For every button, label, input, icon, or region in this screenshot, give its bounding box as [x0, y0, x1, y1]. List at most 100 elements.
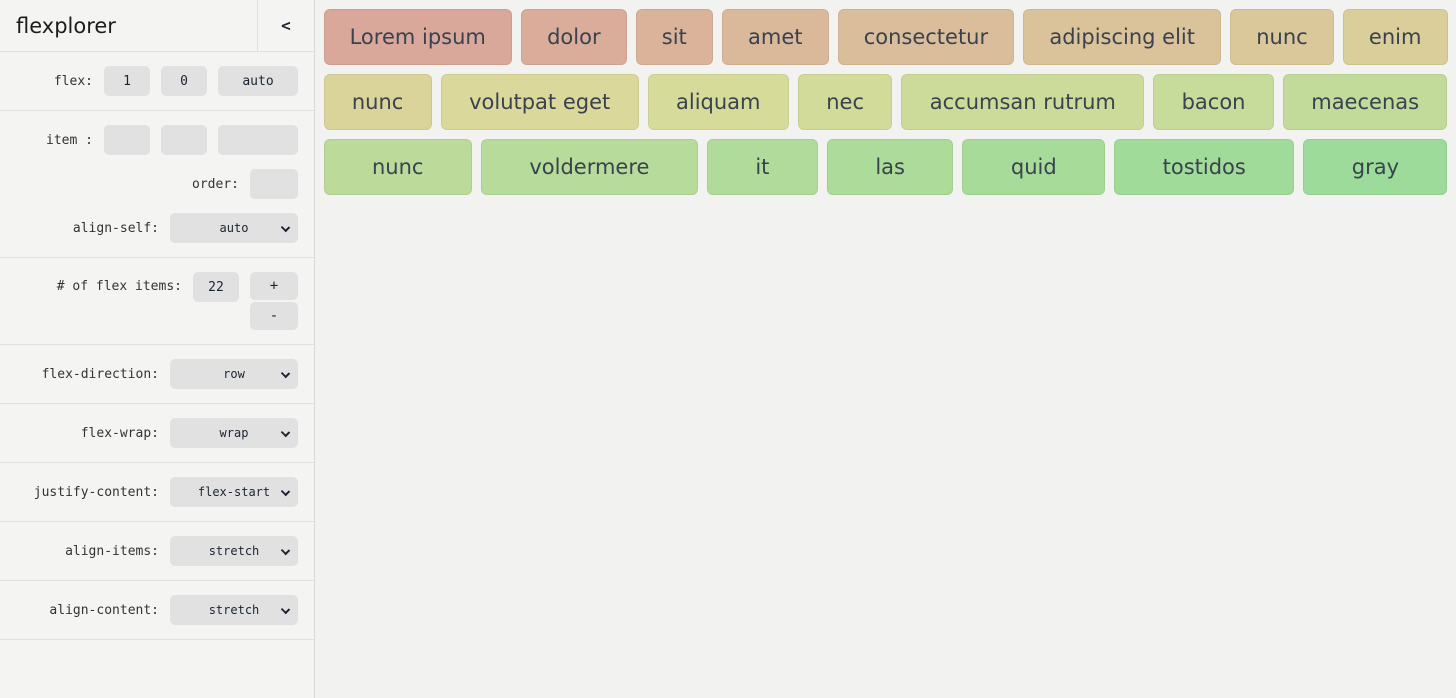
- flex-item[interactable]: maecenas: [1282, 73, 1448, 130]
- flex-item-label: amet: [748, 24, 803, 49]
- flex-item-label: voldermere: [529, 154, 650, 179]
- justify-content-label: justify-content:: [33, 484, 159, 500]
- app-title: flexplorer: [16, 13, 116, 38]
- flex-item[interactable]: Lorem ipsum: [323, 8, 512, 65]
- item-shrink-input[interactable]: [161, 125, 207, 155]
- flex-item[interactable]: amet: [721, 8, 829, 65]
- flex-shrink-input[interactable]: [161, 66, 207, 96]
- count-row: # of flex items: + -: [16, 272, 298, 330]
- align-content-row: align-content: stretch: [16, 595, 298, 625]
- section-align-content: align-content: stretch: [0, 581, 314, 640]
- flex-wrap-value: wrap: [219, 426, 249, 440]
- align-content-select[interactable]: stretch: [170, 595, 298, 625]
- flex-direction-select[interactable]: row: [170, 359, 298, 389]
- flex-item-label: quid: [1010, 154, 1057, 179]
- order-input[interactable]: [250, 169, 298, 199]
- flex-item[interactable]: voldermere: [480, 138, 698, 195]
- justify-content-row: justify-content: flex-start: [16, 477, 298, 507]
- flex-item[interactable]: nunc: [1230, 8, 1334, 65]
- sidebar-header: flexplorer <: [0, 0, 314, 52]
- flex-item[interactable]: it: [706, 138, 818, 195]
- section-flex-direction: flex-direction: row: [0, 345, 314, 404]
- align-content-value: stretch: [208, 603, 260, 617]
- flex-item[interactable]: nec: [797, 73, 893, 130]
- flex-item[interactable]: quid: [962, 138, 1106, 195]
- chevron-down-icon: [280, 222, 291, 233]
- flex-direction-value: row: [223, 367, 245, 381]
- flex-wrap-label: flex-wrap:: [80, 425, 159, 441]
- flex-item[interactable]: accumsan rutrum: [901, 73, 1145, 130]
- flex-item[interactable]: adipiscing elit: [1023, 8, 1222, 65]
- flex-item-label: adipiscing elit: [1049, 24, 1196, 49]
- flex-item-label: it: [755, 154, 770, 179]
- section-flex: flex:: [0, 52, 314, 111]
- flex-item-label: nec: [826, 89, 865, 114]
- sidebar-collapse-button[interactable]: <: [257, 0, 314, 51]
- flex-item[interactable]: dolor: [520, 8, 627, 65]
- justify-content-value: flex-start: [197, 485, 271, 499]
- plus-icon: +: [269, 278, 279, 294]
- align-items-row: align-items: stretch: [16, 536, 298, 566]
- order-label: order:: [192, 176, 239, 192]
- flex-item[interactable]: bacon: [1153, 73, 1274, 130]
- chevron-down-icon: [280, 545, 291, 556]
- order-row: order:: [16, 169, 298, 199]
- flex-wrap-row: flex-wrap: wrap: [16, 418, 298, 448]
- flex-row: flex:: [16, 66, 298, 96]
- chevron-down-icon: [280, 368, 291, 379]
- flex-item-label: aliquam: [675, 89, 761, 114]
- item-count-stepper: + -: [250, 272, 298, 330]
- flex-item-label: las: [875, 154, 905, 179]
- section-flex-wrap: flex-wrap: wrap: [0, 404, 314, 463]
- chevron-down-icon: [280, 486, 291, 497]
- flex-item-label: gray: [1351, 154, 1399, 179]
- item-row: item :: [16, 125, 298, 155]
- section-align-items: align-items: stretch: [0, 522, 314, 581]
- flex-item[interactable]: consectetur: [837, 8, 1015, 65]
- flex-label: flex:: [53, 73, 93, 89]
- justify-content-select[interactable]: flex-start: [170, 477, 298, 507]
- flex-item[interactable]: enim: [1342, 8, 1448, 65]
- remove-item-button[interactable]: -: [250, 302, 298, 330]
- align-items-value: stretch: [208, 544, 260, 558]
- align-self-value: auto: [219, 221, 249, 235]
- flex-item[interactable]: las: [826, 138, 954, 195]
- add-item-button[interactable]: +: [250, 272, 298, 300]
- section-count: # of flex items: + -: [0, 258, 314, 345]
- minus-icon: -: [269, 308, 279, 324]
- item-count-input[interactable]: [193, 272, 239, 302]
- flex-item-label: bacon: [1181, 89, 1246, 114]
- flex-wrap-select[interactable]: wrap: [170, 418, 298, 448]
- flex-basis-input[interactable]: [218, 66, 298, 96]
- flex-direction-row: flex-direction: row: [16, 359, 298, 389]
- flex-item[interactable]: sit: [635, 8, 713, 65]
- flex-item[interactable]: gray: [1303, 138, 1448, 195]
- flex-item-label: accumsan rutrum: [929, 89, 1116, 114]
- flex-item-label: enim: [1368, 24, 1422, 49]
- flex-item[interactable]: nunc: [323, 138, 472, 195]
- section-item: item : order: align-self: auto: [0, 111, 314, 258]
- flex-item-label: sit: [661, 24, 687, 49]
- align-self-label: align-self:: [72, 220, 159, 236]
- align-content-label: align-content:: [49, 602, 159, 618]
- flex-item[interactable]: volutpat eget: [440, 73, 639, 130]
- flex-item-label: maecenas: [1311, 89, 1420, 114]
- flex-item-label: tostidos: [1162, 154, 1246, 179]
- flex-item[interactable]: aliquam: [647, 73, 789, 130]
- align-self-select[interactable]: auto: [170, 213, 298, 243]
- flex-item-label: consectetur: [863, 24, 989, 49]
- item-basis-input[interactable]: [218, 125, 298, 155]
- align-self-row: align-self: auto: [16, 213, 298, 243]
- flex-item[interactable]: tostidos: [1114, 138, 1295, 195]
- section-justify-content: justify-content: flex-start: [0, 463, 314, 522]
- flex-container: Lorem ipsum dolor sit amet consectetur adipis…: [315, 0, 1456, 203]
- chevron-down-icon: [280, 604, 291, 615]
- flex-item[interactable]: nunc: [323, 73, 432, 130]
- flex-direction-label: flex-direction:: [41, 366, 159, 382]
- item-grow-input[interactable]: [104, 125, 150, 155]
- align-items-label: align-items:: [65, 543, 159, 559]
- flex-grow-input[interactable]: [104, 66, 150, 96]
- flex-item-label: nunc: [351, 89, 404, 114]
- align-items-select[interactable]: stretch: [170, 536, 298, 566]
- flex-item-label: dolor: [547, 24, 601, 49]
